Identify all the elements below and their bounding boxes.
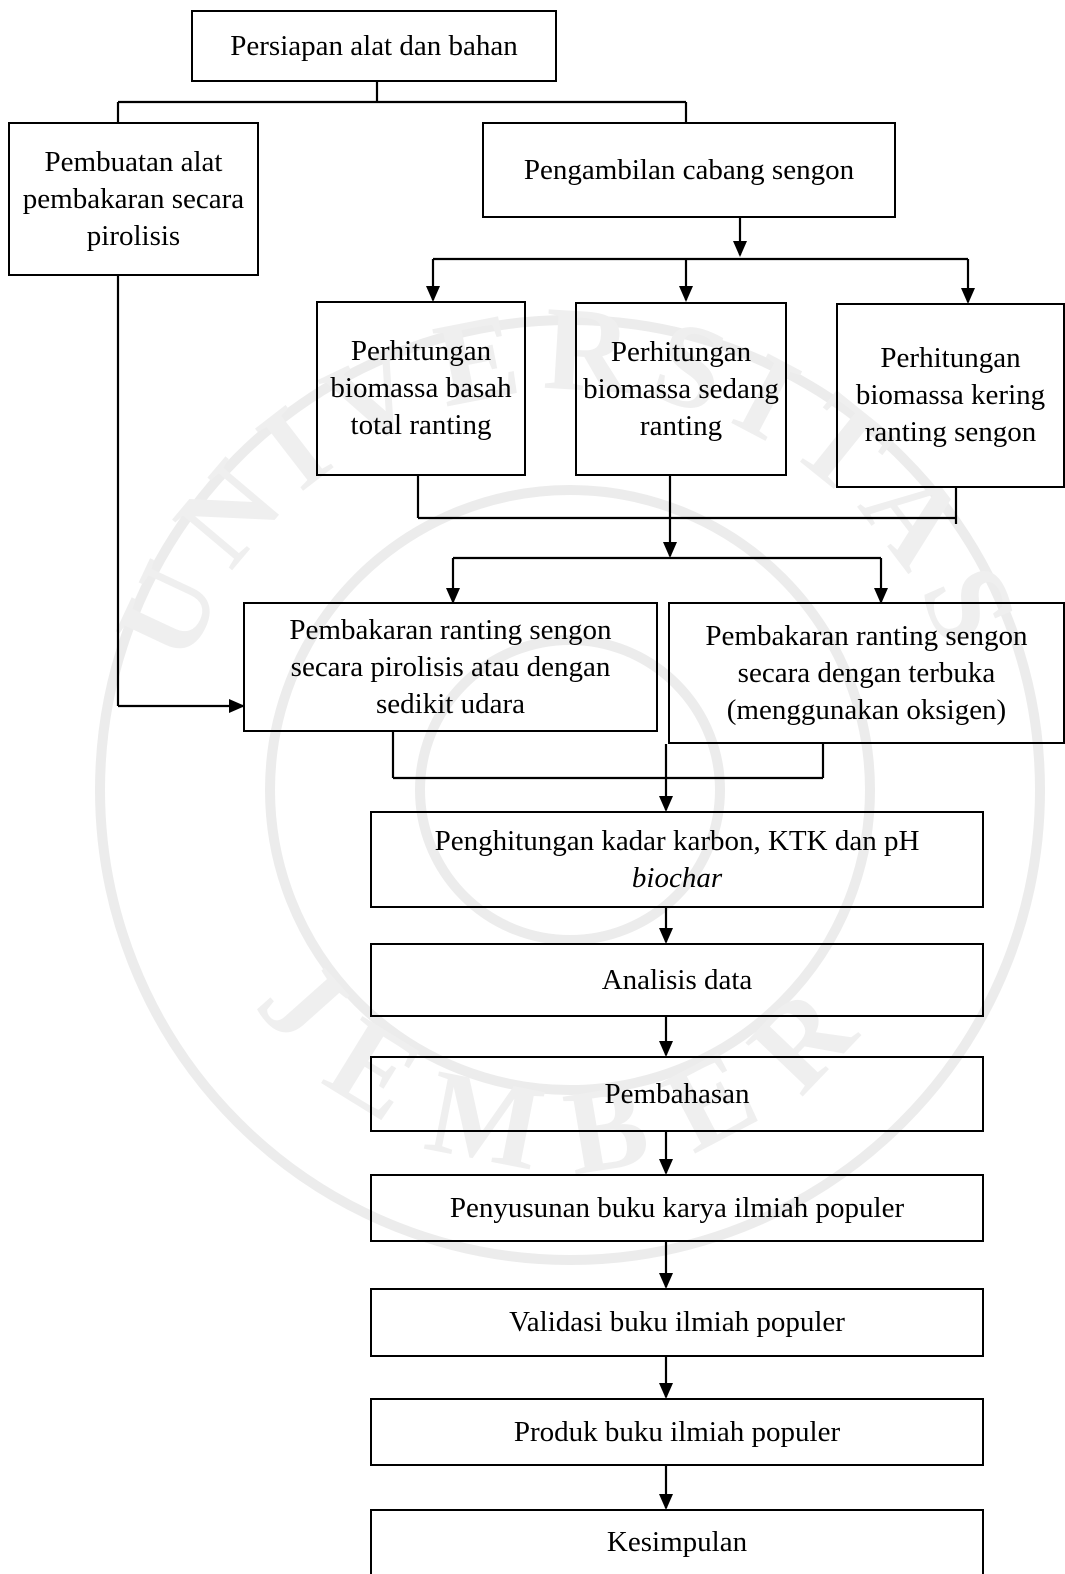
node-biomassa-sedang-label: Perhitungan biomassa sedang ranting: [583, 335, 779, 442]
node-pembuatan-alat-label: Pembuatan alat pembakaran secara pirolis…: [22, 145, 245, 252]
node-pembahasan-label: Pembahasan: [604, 1077, 750, 1110]
node-validasi-label: Validasi buku ilmiah populer: [509, 1306, 845, 1338]
node-produk-label: Produk buku ilmiah populer: [513, 1415, 841, 1448]
node-pembahasan: Pembahasan: [370, 1056, 984, 1132]
node-biomassa-kering-label: Perhitungan biomassa kering ranting seng…: [855, 342, 1046, 448]
node-biomassa-basah-label: Perhitungan biomassa basah total ranting: [330, 335, 512, 441]
node-penghitungan-line1: Penghitungan kadar karbon, KTK dan pH: [434, 824, 920, 857]
node-produk: Produk buku ilmiah populer: [370, 1398, 984, 1466]
node-penyusunan: Penyusunan buku karya ilmiah populer: [370, 1174, 984, 1242]
node-biomassa-kering: Perhitungan biomassa kering ranting seng…: [836, 303, 1065, 488]
node-pengambilan: Pengambilan cabang sengon: [482, 122, 896, 218]
node-analisis: Analisis data: [370, 943, 984, 1017]
node-pembakaran-terbuka-label: Pembakaran ranting sengon secara dengan …: [705, 619, 1028, 726]
node-penghitungan: Penghitungan kadar karbon, KTK dan pH bi…: [370, 811, 984, 908]
node-kesimpulan: Kesimpulan: [370, 1509, 984, 1574]
node-persiapan-label: Persiapan alat dan bahan: [230, 29, 518, 62]
node-pembakaran-pirolisis: Pembakaran ranting sengon secara pirolis…: [243, 602, 658, 732]
node-pembakaran-terbuka: Pembakaran ranting sengon secara dengan …: [668, 602, 1065, 744]
node-pembuatan-alat: Pembuatan alat pembakaran secara pirolis…: [8, 122, 259, 276]
node-biomassa-basah: Perhitungan biomassa basah total ranting: [316, 301, 526, 476]
node-biomassa-sedang: Perhitungan biomassa sedang ranting: [575, 302, 787, 476]
node-penghitungan-line2: biochar: [631, 861, 723, 894]
node-kesimpulan-label: Kesimpulan: [606, 1526, 748, 1558]
node-penyusunan-label: Penyusunan buku karya ilmiah populer: [449, 1191, 905, 1224]
node-pembakaran-pirolisis-label: Pembakaran ranting sengon secara pirolis…: [289, 613, 612, 720]
node-persiapan: Persiapan alat dan bahan: [191, 10, 557, 82]
node-validasi: Validasi buku ilmiah populer: [370, 1288, 984, 1357]
node-pengambilan-label: Pengambilan cabang sengon: [523, 153, 855, 186]
node-analisis-label: Analisis data: [601, 963, 753, 996]
